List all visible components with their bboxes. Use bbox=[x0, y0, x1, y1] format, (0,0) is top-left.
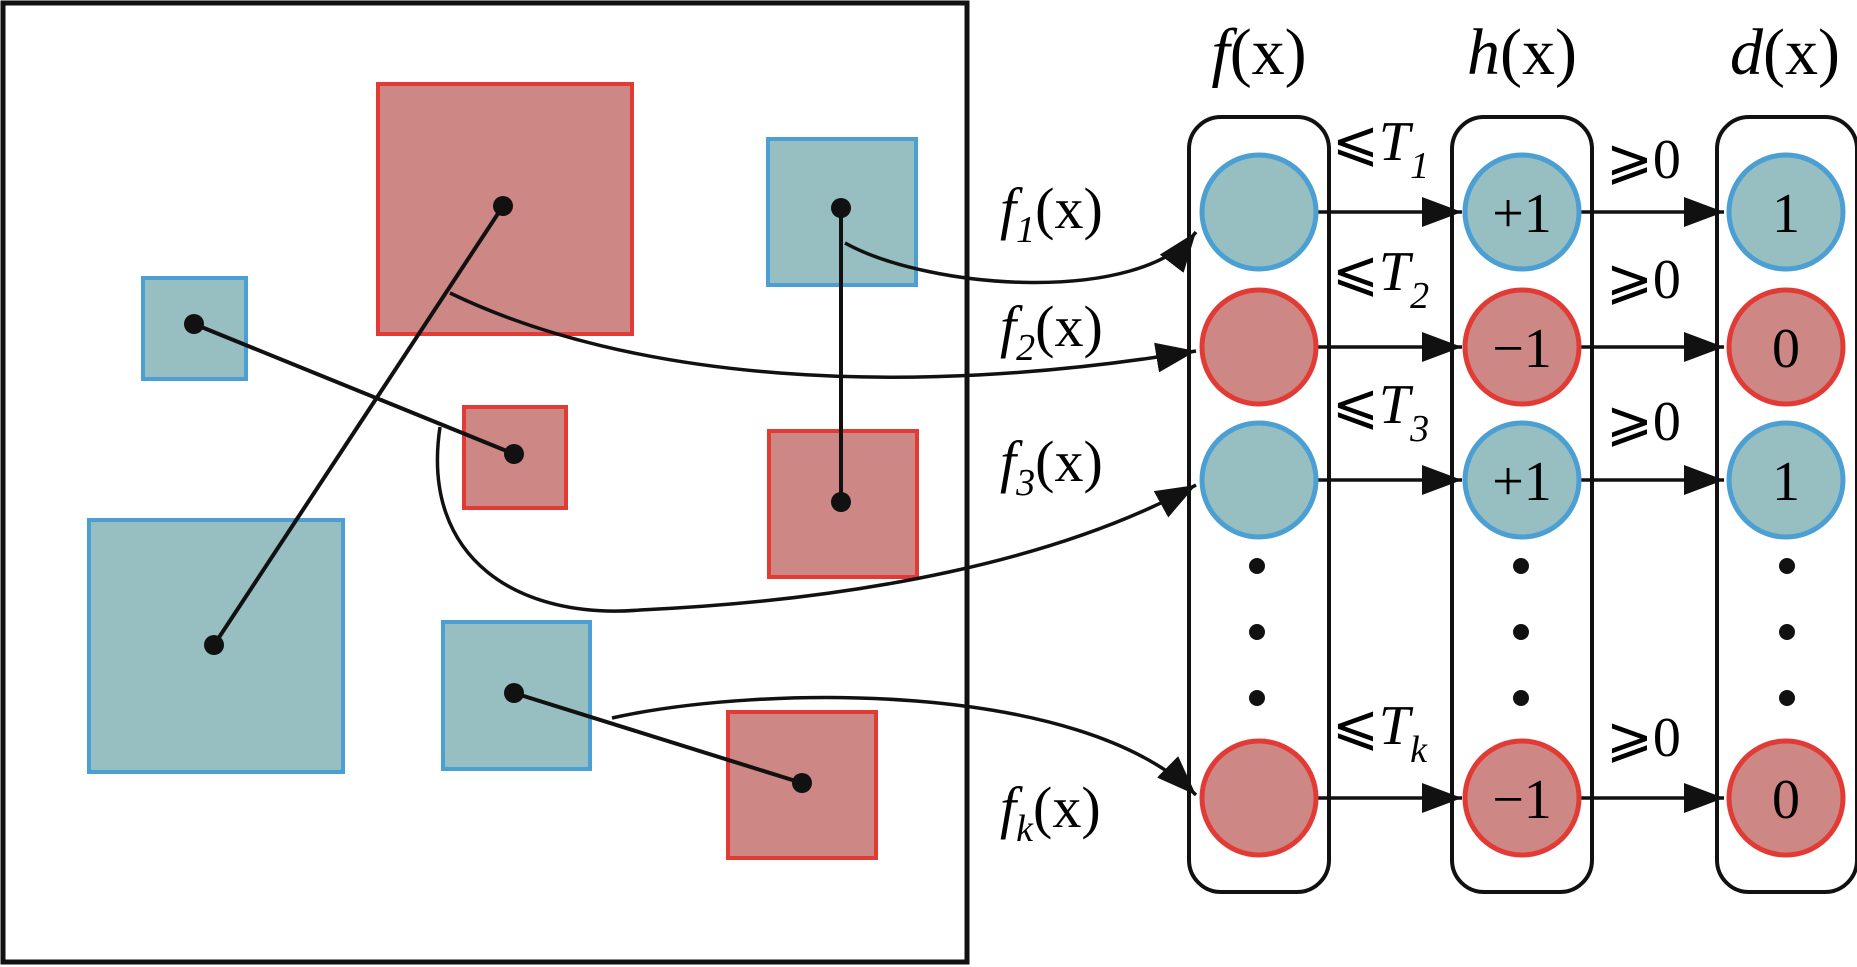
feature-labels: f1(x) f2(x) f3(x) fk(x) bbox=[1000, 176, 1103, 850]
feature-label-k: fk(x) bbox=[1000, 775, 1101, 850]
ellipsis-dot bbox=[1779, 558, 1795, 574]
pair-point bbox=[504, 683, 524, 703]
feature-node bbox=[1199, 420, 1319, 540]
decision-label-3: ⩾0 bbox=[1606, 391, 1681, 453]
column-frame-h bbox=[1450, 115, 1594, 894]
h-node-value: +1 bbox=[1492, 183, 1552, 245]
h-node bbox=[1462, 420, 1582, 540]
pair-line-k bbox=[513, 691, 803, 785]
column-frame-d bbox=[1715, 115, 1857, 894]
ellipsis-dot bbox=[1779, 624, 1795, 640]
ellipsis-dot bbox=[1513, 624, 1529, 640]
feature-node bbox=[1199, 287, 1319, 407]
arrow-to-f2 bbox=[449, 291, 1197, 379]
image-frame bbox=[0, 0, 970, 965]
ellipsis-dots bbox=[1249, 558, 1795, 706]
d-node bbox=[1726, 738, 1846, 858]
feature-label-1: f1(x) bbox=[1000, 176, 1103, 251]
feature-label-3: f3(x) bbox=[1000, 429, 1103, 504]
pair-point bbox=[831, 198, 851, 218]
column-title-h: h(x) bbox=[1467, 16, 1577, 89]
feature-node bbox=[1199, 152, 1319, 272]
threshold-label-3: ⩽T3 bbox=[1332, 374, 1429, 450]
h-node bbox=[1462, 287, 1582, 407]
h-node-value: −1 bbox=[1492, 318, 1552, 380]
d-node-value: 1 bbox=[1772, 183, 1800, 245]
row-arrows bbox=[1318, 197, 1724, 813]
ellipsis-dot bbox=[1249, 624, 1265, 640]
node-row-2: −1 0 bbox=[1199, 287, 1846, 407]
patch-large-red-top bbox=[376, 82, 634, 336]
ellipsis-dot bbox=[1513, 558, 1529, 574]
feature-label-2: f2(x) bbox=[1000, 294, 1103, 369]
pair-line-2 bbox=[212, 204, 505, 647]
threshold-label-k: ⩽Tk bbox=[1332, 695, 1428, 771]
d-node-value: 1 bbox=[1772, 451, 1800, 513]
node-row-k: −1 0 bbox=[1199, 738, 1846, 858]
decision-label-2: ⩾0 bbox=[1606, 249, 1681, 311]
h-node bbox=[1462, 152, 1582, 272]
pair-point bbox=[493, 196, 513, 216]
image-panel bbox=[0, 0, 970, 965]
decision-label-1: ⩾0 bbox=[1606, 129, 1681, 191]
d-node bbox=[1726, 152, 1846, 272]
column-title-f: f(x) bbox=[1211, 16, 1306, 89]
ellipsis-dot bbox=[1779, 690, 1795, 706]
pair-point bbox=[504, 444, 524, 464]
node-row-1: +1 1 bbox=[1199, 152, 1846, 272]
ellipsis-dot bbox=[1249, 558, 1265, 574]
d-node bbox=[1726, 287, 1846, 407]
d-node-value: 0 bbox=[1772, 769, 1800, 831]
threshold-labels: ⩽T1 ⩽T2 ⩽T3 ⩽Tk bbox=[1332, 111, 1429, 771]
arrow-to-fk bbox=[611, 695, 1198, 797]
feature-node bbox=[1199, 738, 1319, 858]
arrow-to-f3 bbox=[435, 426, 1197, 613]
pair-point bbox=[204, 635, 224, 655]
d-node bbox=[1726, 420, 1846, 540]
pair-point bbox=[831, 492, 851, 512]
feature-arrows bbox=[435, 230, 1198, 797]
h-node bbox=[1462, 738, 1582, 858]
decision-labels: ⩾0 ⩾0 ⩾0 ⩾0 bbox=[1606, 129, 1681, 769]
column-title-d: d(x) bbox=[1730, 16, 1840, 89]
ellipsis-dot bbox=[1249, 690, 1265, 706]
column-frame-f bbox=[1187, 115, 1331, 894]
threshold-label-1: ⩽T1 bbox=[1332, 111, 1429, 187]
arrow-to-f1 bbox=[844, 230, 1198, 285]
h-node-value: −1 bbox=[1492, 769, 1552, 831]
ellipsis-dot bbox=[1513, 690, 1529, 706]
column-titles: f(x) h(x) d(x) bbox=[1211, 16, 1840, 89]
threshold-label-2: ⩽T2 bbox=[1332, 241, 1429, 317]
pair-point bbox=[792, 773, 812, 793]
decision-label-k: ⩾0 bbox=[1606, 707, 1681, 769]
node-row-3: +1 1 bbox=[1199, 420, 1846, 540]
pair-line-3 bbox=[193, 322, 515, 456]
pair-point bbox=[184, 314, 204, 334]
h-node-value: +1 bbox=[1492, 451, 1552, 513]
d-node-value: 0 bbox=[1772, 318, 1800, 380]
